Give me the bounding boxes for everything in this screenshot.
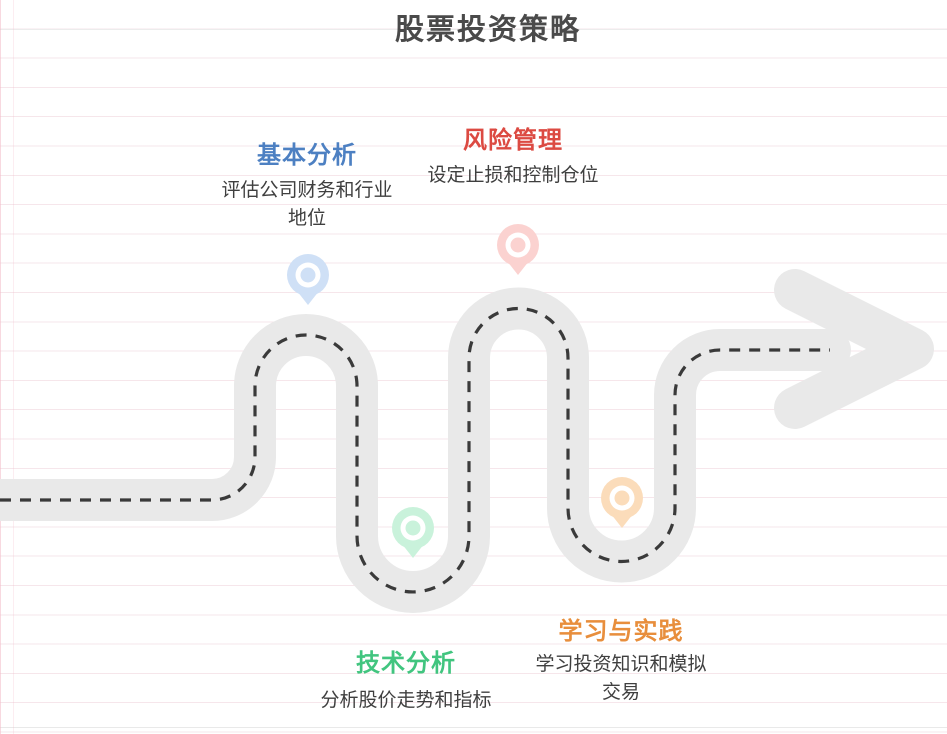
arrow-head-icon	[774, 269, 934, 429]
desc-line: 分析股价走势和指标	[320, 690, 492, 711]
pin-dot	[510, 237, 526, 253]
milestone-label-risk: 风险管理	[463, 127, 563, 154]
paper-margin-line	[0, 0, 1, 734]
milestone-desc-practice: 学习投资知识和模拟 交易	[535, 651, 706, 707]
map-pin-icon-risk	[497, 224, 539, 275]
milestone-desc-risk: 设定止损和控制仓位	[427, 162, 598, 190]
desc-line: 设定止损和控制仓位	[427, 165, 599, 186]
milestone-desc-fundamental: 评估公司财务和行业 地位	[221, 177, 392, 233]
desc-line: 交易	[601, 682, 641, 703]
pin-dot	[405, 520, 421, 536]
map-pin-icon-fundamental	[287, 254, 329, 305]
road-band	[0, 287, 851, 613]
desc-line: 学习投资知识和模拟	[535, 654, 707, 675]
milestone-label-practice: 学习与实践	[558, 618, 684, 645]
ruled-line-top	[0, 29, 947, 30]
pin-dot	[614, 490, 630, 506]
map-pin-icon-practice	[601, 477, 643, 528]
desc-line: 评估公司财务和行业	[221, 180, 393, 201]
milestone-desc-technical: 分析股价走势和指标	[320, 687, 491, 715]
desc-line: 地位	[287, 208, 327, 229]
milestone-label-fundamental: 基本分析	[257, 142, 357, 169]
paper-margin-line-faint	[13, 0, 14, 734]
pin-dot	[300, 267, 316, 283]
page-title: 股票投资策略	[394, 14, 582, 46]
milestone-label-technical: 技术分析	[356, 650, 456, 677]
map-pin-icon-technical	[392, 507, 434, 558]
ruled-line-bottom	[0, 727, 947, 728]
